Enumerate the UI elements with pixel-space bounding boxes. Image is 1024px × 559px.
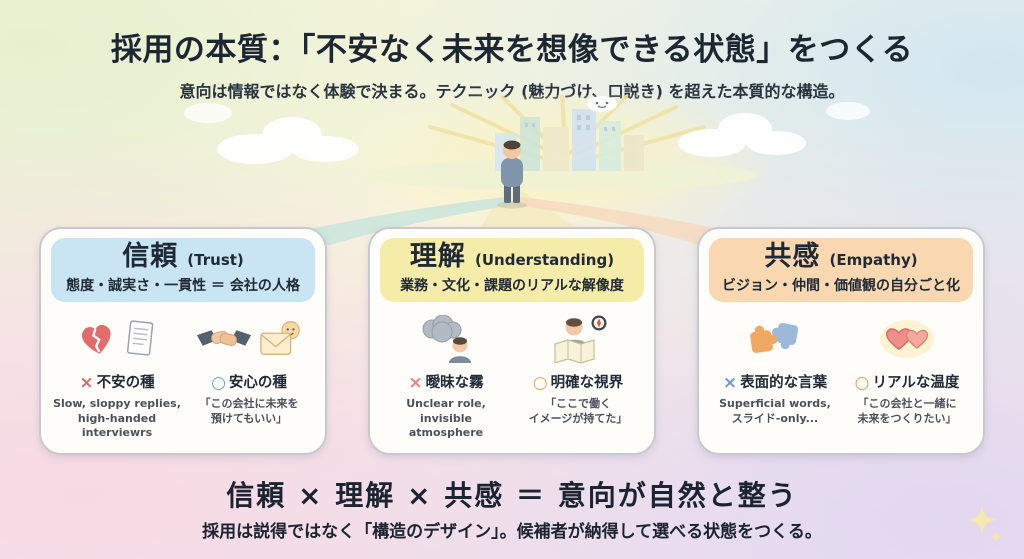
card-trust-positive: ○安心の種 「この会社に未来を 預けてもいい」: [183, 310, 315, 442]
card-trust-positive-icons: [185, 310, 313, 368]
card-understanding-positive: ○明確な視界 「ここで働く イメージが持てた」: [512, 310, 644, 442]
card-understanding-body: ×曖昧な霧 Unclear role, invisible atmosphere: [380, 310, 644, 442]
fog-person-icon: [422, 314, 471, 363]
puzzle-pieces-icon: [750, 322, 799, 353]
card-trust-positive-heading: ○安心の種: [185, 371, 313, 393]
card-empathy-negative-label: 表面的な言葉: [740, 374, 828, 391]
card-empathy-negative-icons: [711, 310, 839, 368]
card-understanding-tagline: 業務・文化・課題のリアルな解像度: [400, 277, 624, 294]
two-hearts-icon: [880, 319, 934, 358]
card-trust-title-en: (Trust): [187, 251, 244, 269]
clouds-right: [678, 102, 870, 157]
cross-mark-icon: ×: [79, 372, 94, 393]
card-empathy-positive-icons: [843, 310, 971, 368]
card-understanding-positive-icons: [514, 310, 642, 368]
cross-mark-icon: ×: [408, 372, 423, 393]
card-empathy-negative-heading: ×表面的な言葉: [711, 371, 839, 393]
card-trust-header: 信頼 (Trust) 態度・誠実さ・一貫性 ＝ 会社の人格: [51, 238, 315, 302]
card-trust-negative-label: 不安の種: [96, 374, 155, 391]
smiling-cloud-icon: [587, 96, 617, 112]
card-understanding: 理解 (Understanding) 業務・文化・課題のリアルな解像度: [368, 227, 656, 455]
card-understanding-negative-desc: Unclear role, invisible atmosphere: [406, 396, 486, 440]
card-empathy-tagline: ビジョン・仲間・価値観の自分ごと化: [722, 277, 960, 294]
card-empathy-negative: ×表面的な言葉 Superficial words, スライド-only...: [709, 310, 841, 427]
card-understanding-negative-heading: ×曖昧な霧: [382, 371, 510, 393]
smiley-mail-icon: [259, 320, 300, 355]
card-trust: 信頼 (Trust) 態度・誠実さ・一貫性 ＝ 会社の人格: [39, 227, 327, 455]
card-empathy-positive-heading: ○リアルな温度: [843, 371, 971, 393]
card-understanding-header: 理解 (Understanding) 業務・文化・課題のリアルな解像度: [380, 238, 644, 302]
card-trust-tagline: 態度・誠実さ・一貫性 ＝ 会社の人格: [66, 277, 300, 294]
card-empathy-positive-label: リアルな温度: [872, 374, 960, 391]
formula-line: 信頼 × 理解 × 共感 ＝ 意向が自然と整う: [226, 479, 798, 512]
card-empathy-body: ×表面的な言葉 Superficial words, スライド-only... …: [709, 310, 973, 427]
card-understanding-positive-label: 明確な視界: [550, 374, 624, 391]
card-understanding-negative: ×曖昧な霧 Unclear role, invisible atmosphere: [380, 310, 512, 442]
circle-mark-icon: ○: [211, 372, 226, 393]
card-trust-negative-desc: Slow, sloppy replies, high-handed interv…: [53, 396, 181, 440]
card-trust-positive-desc: 「この会社に未来を 預けてもいい」: [199, 396, 299, 425]
cards-row: 信頼 (Trust) 態度・誠実さ・一貫性 ＝ 会社の人格: [0, 227, 1024, 455]
card-empathy: 共感 (Empathy) ビジョン・仲間・価値観の自分ごと化: [697, 227, 985, 455]
card-trust-negative: ×不安の種 Slow, sloppy replies, high-handed …: [51, 310, 183, 442]
card-understanding-negative-icons: [382, 310, 510, 368]
clouds-left: [184, 103, 359, 164]
card-empathy-title-en: (Empathy): [829, 251, 918, 269]
card-trust-body: ×不安の種 Slow, sloppy replies, high-handed …: [51, 310, 315, 442]
cross-mark-icon: ×: [722, 372, 738, 393]
card-empathy-title-line: 共感 (Empathy): [713, 242, 969, 272]
card-trust-title: 信頼: [122, 241, 179, 272]
card-trust-negative-icons: [53, 310, 181, 368]
card-empathy-negative-desc: Superficial words, スライド-only...: [719, 396, 831, 425]
footer-caption: 採用は説得ではなく「構造のデザイン」。候補者が納得して選べる状態をつくる。: [202, 522, 822, 542]
card-understanding-title-line: 理解 (Understanding): [384, 242, 640, 272]
card-trust-title-line: 信頼 (Trust): [55, 242, 311, 272]
card-understanding-positive-heading: ○明確な視界: [514, 371, 642, 393]
card-empathy-positive-desc: 「この会社と一緒に 未来をつくりたい」: [857, 396, 957, 425]
person-figure: [497, 140, 527, 209]
map-compass-person-icon: [554, 315, 607, 364]
card-understanding-positive-desc: 「ここで働く イメージが持てた」: [528, 396, 628, 425]
card-empathy-positive: ○リアルな温度 「この会社と一緒に 未来をつくりたい」: [841, 310, 973, 427]
broken-heart-icon: [81, 324, 110, 354]
circle-mark-icon: ○: [854, 372, 870, 393]
card-understanding-negative-label: 曖昧な霧: [425, 374, 484, 391]
card-trust-positive-label: 安心の種: [228, 374, 287, 391]
card-understanding-title: 理解: [409, 241, 466, 272]
path-to-city-illustration: [184, 95, 870, 245]
card-empathy-title: 共感: [764, 241, 821, 272]
sparkle-icon: [967, 505, 1002, 543]
horizon-band: [367, 159, 757, 191]
page-title: 採用の本質：「不安なく未来を想像できる状態」をつくる: [110, 32, 914, 68]
card-understanding-title-en: (Understanding): [475, 251, 615, 269]
handshake-icon: [196, 329, 251, 346]
circle-mark-icon: ○: [532, 372, 548, 393]
card-empathy-header: 共感 (Empathy) ビジョン・仲間・価値観の自分ごと化: [709, 238, 973, 302]
card-trust-negative-heading: ×不安の種: [53, 371, 181, 393]
document-icon: [126, 320, 153, 356]
